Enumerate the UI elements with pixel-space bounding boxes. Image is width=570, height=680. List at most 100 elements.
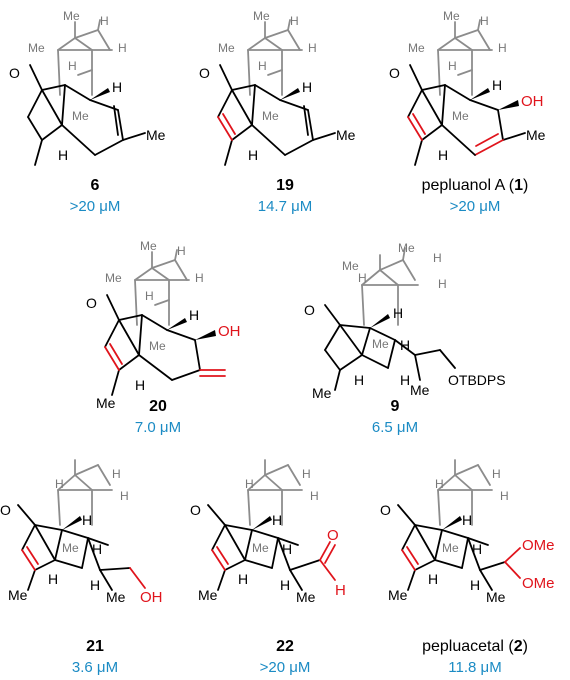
atom-h5: H: [282, 541, 292, 557]
compound-label: 20: [63, 398, 253, 416]
atom-o: O: [9, 65, 20, 81]
atom-me3: Me: [149, 339, 166, 353]
compound-19: O Me Me H H H H Me Me H 19 14.7 μM: [190, 0, 380, 230]
compound-number: 21: [86, 638, 104, 655]
ic50-value: >20 μM: [69, 198, 121, 215]
compound-label: 21: [0, 638, 190, 656]
atom-ome1: OMe: [522, 537, 555, 554]
atom-h7: H: [280, 577, 290, 593]
atom-me4: Me: [336, 127, 356, 143]
structure-21: O H H H H Me H Me H H Me OH: [0, 459, 163, 606]
atom-me2: Me: [218, 41, 235, 55]
ic50-value: 6.5 μM: [371, 419, 419, 436]
atom-me3: Me: [252, 541, 269, 555]
atom-h1: H: [492, 467, 501, 481]
atom-me4: Me: [198, 587, 218, 603]
atom-h5: H: [92, 541, 102, 557]
compound-name: pepluacetal: [422, 638, 504, 655]
atom-ald-o: O: [327, 527, 339, 544]
atom-oh: OH: [521, 93, 544, 110]
atom-o: O: [380, 502, 391, 518]
ic50-value: 3.6 μM: [71, 659, 119, 676]
atom-h3: H: [68, 59, 77, 73]
atom-h4: H: [492, 77, 502, 93]
compound-label: 19: [190, 177, 380, 195]
atom-h1: H: [433, 251, 442, 265]
structure-19: O Me Me H H H H Me Me H: [199, 9, 356, 166]
atom-h1: H: [290, 14, 299, 28]
compound-label: 22: [190, 638, 380, 656]
atom-me1: Me: [398, 241, 415, 255]
atom-h4: H: [189, 307, 199, 323]
atom-o: O: [0, 502, 11, 518]
atom-ome2: OMe: [522, 575, 555, 592]
atom-oh: OH: [140, 589, 163, 606]
compound-label: 6: [0, 177, 190, 195]
atom-h4: H: [393, 305, 403, 321]
atom-h2: H: [118, 41, 127, 55]
atom-h3: H: [145, 289, 154, 303]
atom-h2: H: [120, 489, 129, 503]
atom-h1: H: [100, 14, 109, 28]
atom-h3: H: [435, 477, 444, 491]
atom-o: O: [199, 65, 210, 81]
atom-h1: H: [177, 244, 186, 258]
atom-h1: H: [302, 467, 311, 481]
atom-h1: H: [480, 14, 489, 28]
atom-h7: H: [400, 372, 410, 388]
compound-label: pepluanol A (1): [421, 177, 529, 194]
atom-h2: H: [500, 489, 509, 503]
compound-number: 19: [276, 177, 294, 194]
ic50-value: 11.8 μM: [448, 659, 502, 676]
atom-me2: Me: [28, 41, 45, 55]
atom-me3: Me: [62, 541, 79, 555]
atom-me2: Me: [408, 41, 425, 55]
compound-9: O Me Me H H H H Me H Me H H Me OTBDPS 9 …: [290, 230, 530, 450]
compound-label: pepluacetal (2): [422, 638, 528, 655]
atom-otbdps: OTBDPS: [448, 372, 506, 388]
atom-o: O: [190, 502, 201, 518]
atom-me1: Me: [443, 9, 460, 23]
atom-h5: H: [58, 147, 68, 163]
atom-me2: Me: [342, 259, 359, 273]
compound-number: 2: [513, 638, 523, 655]
atom-me3: Me: [262, 109, 279, 123]
ic50-value: 14.7 μM: [257, 198, 313, 215]
atom-h2: H: [195, 271, 204, 285]
atom-me5: Me: [486, 589, 506, 605]
compound-number: 22: [276, 638, 294, 655]
atom-h3: H: [258, 59, 267, 73]
atom-h3: H: [245, 477, 254, 491]
atom-h4: H: [272, 512, 282, 528]
atom-h2: H: [498, 41, 507, 55]
structure-6: O Me Me H H H H Me Me H: [9, 9, 166, 166]
compound-label: 9: [300, 398, 490, 416]
atom-h2: H: [308, 41, 317, 55]
atom-h5: H: [438, 147, 448, 163]
compound-number: 1: [514, 177, 524, 194]
compound-name: pepluanol A: [421, 177, 505, 194]
atom-h4: H: [302, 79, 312, 95]
atom-h1: H: [112, 467, 121, 481]
atom-h2: H: [438, 277, 447, 291]
atom-me4: Me: [312, 385, 332, 401]
atom-h5: H: [400, 337, 410, 353]
structure-9: O Me Me H H H H Me H Me H H Me OTBDPS: [304, 241, 506, 401]
atom-me1: Me: [63, 9, 80, 23]
compound-22: O H H H H Me H Me H H Me O H 22 >20 μM: [190, 450, 380, 680]
atom-me5: Me: [410, 382, 430, 398]
atom-h6: H: [428, 571, 438, 587]
atom-o: O: [86, 295, 97, 311]
atom-me5: Me: [106, 589, 126, 605]
atom-me1: Me: [140, 239, 157, 253]
structure-2: O H H H H Me H Me H H Me OMe OMe: [380, 459, 555, 605]
ic50-value: >20 μM: [259, 659, 311, 676]
atom-me3: Me: [372, 337, 389, 351]
atom-h3: H: [55, 477, 64, 491]
atom-o: O: [389, 65, 400, 81]
compound-6: O Me Me H H H H Me Me H 6 >20 μM: [0, 0, 190, 230]
atom-me5: Me: [296, 589, 316, 605]
atom-h2: H: [310, 489, 319, 503]
structure-22: O H H H H Me H Me H H Me O H: [190, 459, 346, 605]
